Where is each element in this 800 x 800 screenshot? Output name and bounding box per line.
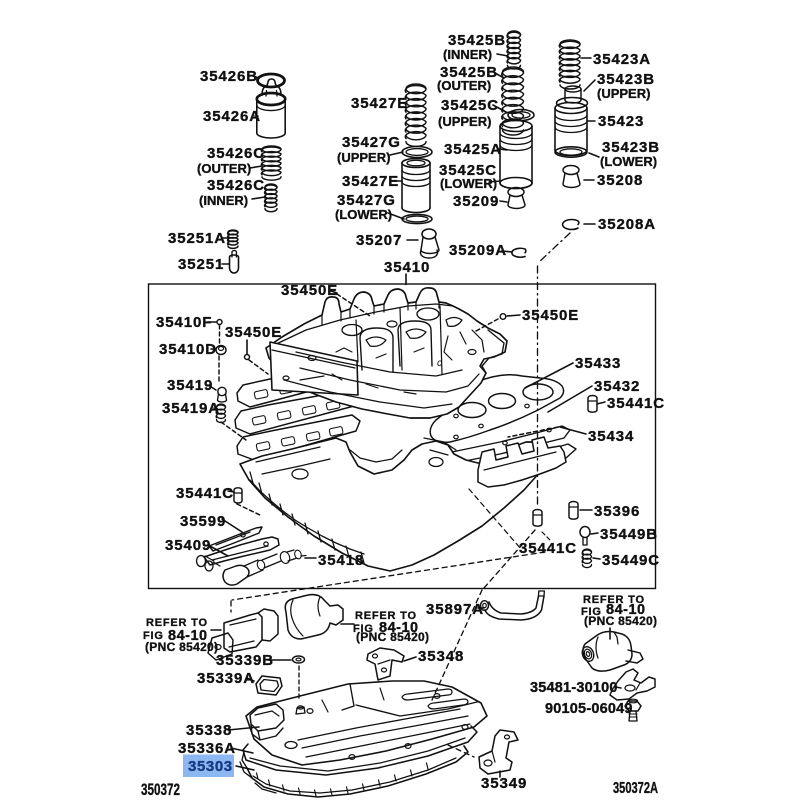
svg-text:(UPPER): (UPPER) xyxy=(597,86,650,101)
svg-text:35423: 35423 xyxy=(598,113,644,130)
svg-text:35449C: 35449C xyxy=(602,552,660,569)
svg-text:84-10: 84-10 xyxy=(379,620,419,636)
svg-text:35419: 35419 xyxy=(167,377,213,394)
svg-text:35423B: 35423B xyxy=(602,139,660,156)
svg-text:350372A: 350372A xyxy=(613,780,658,797)
svg-text:35426A: 35426A xyxy=(203,108,261,125)
svg-text:35303: 35303 xyxy=(188,758,233,775)
svg-text:35251: 35251 xyxy=(178,256,224,273)
svg-text:35425B: 35425B xyxy=(440,64,498,81)
svg-text:35349: 35349 xyxy=(481,775,527,792)
svg-text:35425C: 35425C xyxy=(441,97,499,114)
svg-text:35441C: 35441C xyxy=(176,485,234,502)
svg-text:35208A: 35208A xyxy=(598,216,656,233)
svg-text:35450E: 35450E xyxy=(522,307,579,324)
svg-text:35339A: 35339A xyxy=(197,670,255,687)
svg-text:35426C: 35426C xyxy=(207,177,265,194)
svg-text:35425B: 35425B xyxy=(448,32,506,49)
svg-text:35409: 35409 xyxy=(165,537,211,554)
svg-text:35410: 35410 xyxy=(384,259,430,276)
svg-text:35419A: 35419A xyxy=(162,400,220,417)
svg-text:(PNC 85420): (PNC 85420) xyxy=(584,614,657,628)
svg-text:(LOWER): (LOWER) xyxy=(440,176,497,191)
svg-text:35441C: 35441C xyxy=(607,395,665,412)
svg-text:35450E: 35450E xyxy=(281,282,338,299)
svg-text:35434: 35434 xyxy=(588,428,634,445)
svg-text:35441C: 35441C xyxy=(519,540,577,557)
svg-text:(UPPER): (UPPER) xyxy=(438,114,491,129)
svg-text:35208: 35208 xyxy=(597,172,643,189)
svg-text:35423A: 35423A xyxy=(593,51,651,68)
svg-text:(OUTER): (OUTER) xyxy=(197,161,251,176)
svg-text:(LOWER): (LOWER) xyxy=(600,154,657,169)
svg-text:(OUTER): (OUTER) xyxy=(437,78,491,93)
svg-text:35339B: 35339B xyxy=(216,652,274,669)
svg-text:35396: 35396 xyxy=(594,503,640,520)
svg-text:35426C: 35426C xyxy=(207,145,265,162)
svg-text:REFER TO: REFER TO xyxy=(146,617,208,629)
svg-text:FIG: FIG xyxy=(143,630,164,642)
svg-text:35423B: 35423B xyxy=(597,71,655,88)
svg-text:35410D: 35410D xyxy=(159,341,217,358)
svg-text:35338: 35338 xyxy=(186,722,232,739)
svg-text:35209A: 35209A xyxy=(449,242,507,259)
svg-text:35209: 35209 xyxy=(453,193,499,210)
svg-text:FIG: FIG xyxy=(353,623,374,635)
svg-text:35427G: 35427G xyxy=(337,192,396,209)
svg-text:350372: 350372 xyxy=(141,780,180,799)
svg-text:(INNER): (INNER) xyxy=(199,193,248,208)
svg-text:90105-06049: 90105-06049 xyxy=(545,701,633,717)
svg-text:35897A: 35897A xyxy=(426,601,484,618)
svg-text:35251A: 35251A xyxy=(168,230,226,247)
svg-text:(INNER): (INNER) xyxy=(443,47,492,62)
svg-text:FIG: FIG xyxy=(581,606,602,618)
svg-text:REFER TO: REFER TO xyxy=(583,594,645,606)
svg-text:35432: 35432 xyxy=(594,378,640,395)
svg-text:REFER TO: REFER TO xyxy=(355,610,417,622)
svg-text:35426B: 35426B xyxy=(200,68,258,85)
svg-text:35410F: 35410F xyxy=(156,314,212,331)
svg-text:35425A: 35425A xyxy=(444,141,502,158)
svg-text:35336A: 35336A xyxy=(178,740,236,757)
svg-text:(LOWER): (LOWER) xyxy=(335,207,392,222)
svg-text:35449B: 35449B xyxy=(600,526,658,543)
svg-text:(PNC 85420): (PNC 85420) xyxy=(356,630,429,644)
svg-text:84-10: 84-10 xyxy=(606,602,646,618)
svg-text:(PNC 85420): (PNC 85420) xyxy=(145,640,218,654)
svg-text:35348: 35348 xyxy=(418,648,464,665)
svg-text:35427G: 35427G xyxy=(342,134,401,151)
svg-text:35450E: 35450E xyxy=(225,324,282,341)
svg-text:35207: 35207 xyxy=(356,232,402,249)
svg-text:35599: 35599 xyxy=(180,513,226,530)
svg-text:84-10: 84-10 xyxy=(168,628,208,644)
svg-text:c: c xyxy=(437,358,442,369)
svg-text:35418: 35418 xyxy=(318,552,364,569)
svg-text:(UPPER): (UPPER) xyxy=(337,150,390,165)
svg-text:35433: 35433 xyxy=(575,355,621,372)
svg-text:35427E: 35427E xyxy=(342,173,399,190)
svg-text:35427E: 35427E xyxy=(351,95,408,112)
svg-text:35481-30100: 35481-30100 xyxy=(530,680,618,696)
svg-text:35425C: 35425C xyxy=(439,162,497,179)
